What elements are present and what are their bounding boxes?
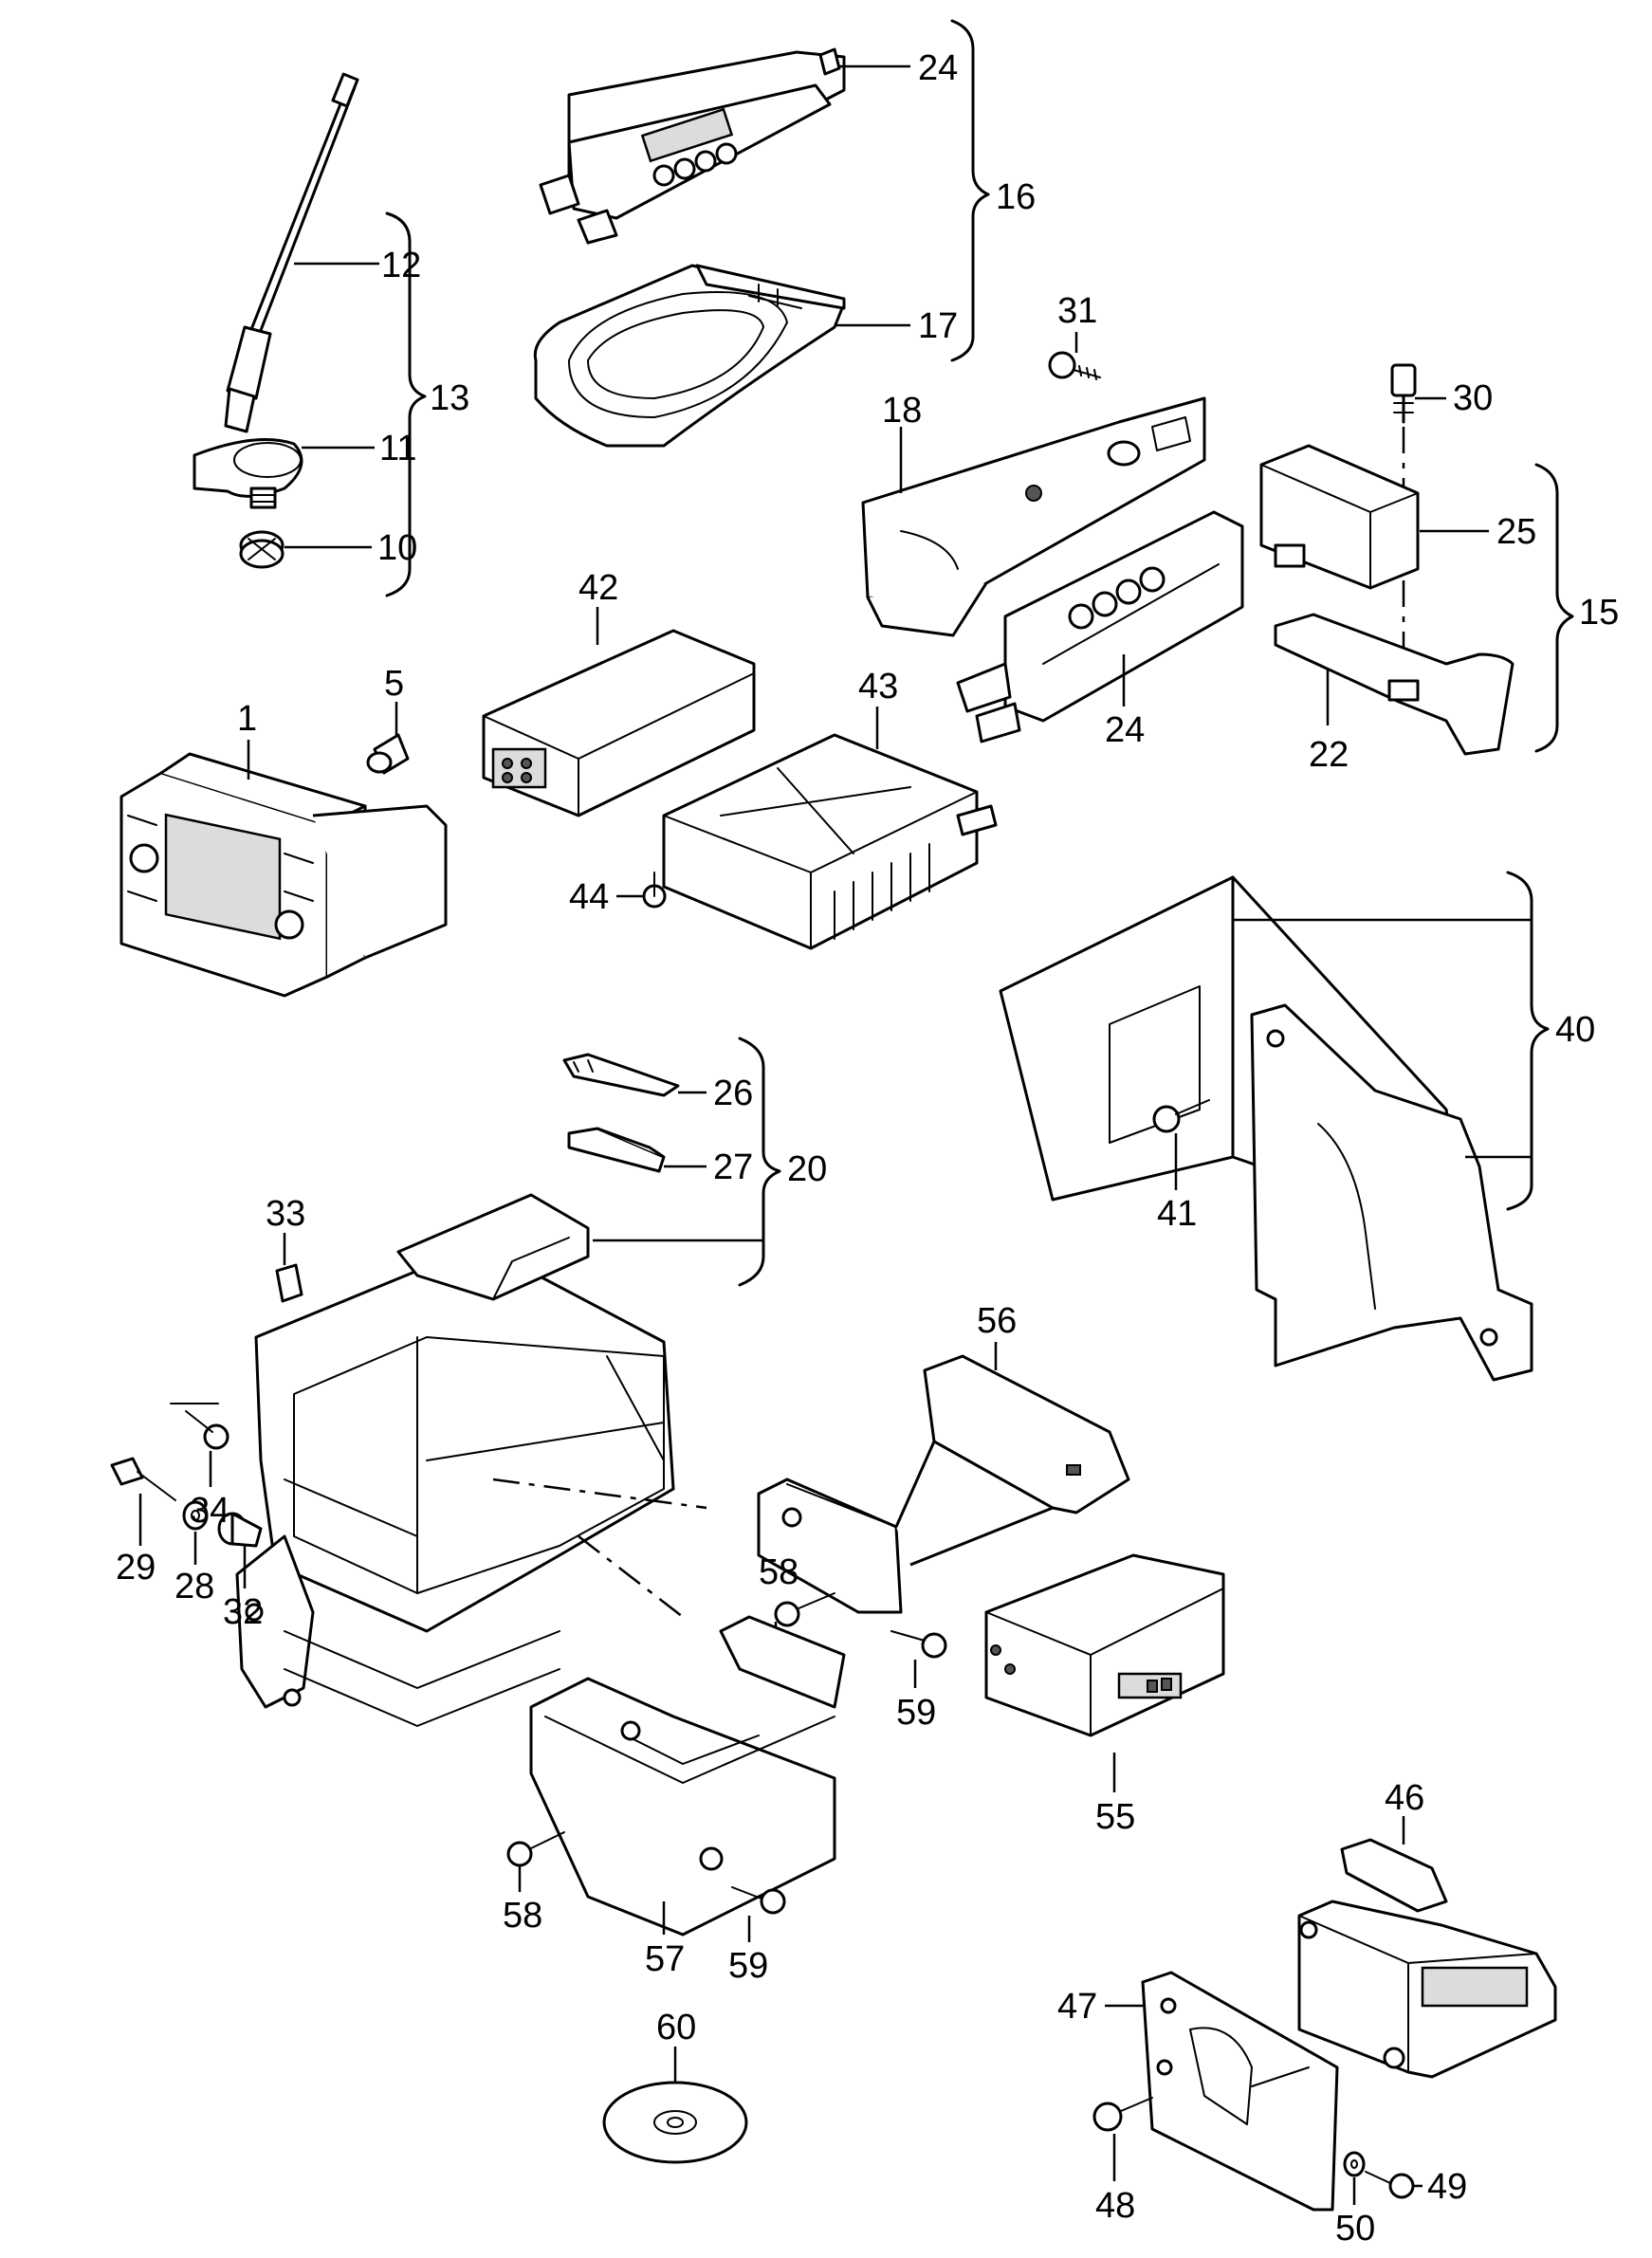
callout-33: 33 (266, 1194, 305, 1234)
screw-41 (1152, 1099, 1210, 1133)
callout-49: 49 (1427, 2167, 1467, 2207)
bolt-29 (110, 1457, 176, 1501)
callout-59-lower: 59 (728, 1946, 768, 1986)
callout-24-top: 24 (918, 48, 958, 88)
amplifier-43 (662, 733, 998, 950)
callout-56: 56 (977, 1301, 1017, 1341)
callout-55: 55 (1095, 1797, 1135, 1837)
rod-antenna (224, 72, 359, 433)
callout-22: 22 (1309, 735, 1349, 775)
label-26 (562, 1053, 680, 1097)
callout-34: 34 (190, 1491, 229, 1531)
callout-44: 44 (569, 877, 609, 917)
callout-41: 41 (1157, 1194, 1197, 1234)
callout-59-upper: 59 (896, 1693, 936, 1733)
callout-30: 30 (1453, 378, 1493, 418)
bracket-20 (738, 1037, 781, 1287)
bracket-15 (1534, 463, 1574, 753)
callout-29: 29 (116, 1548, 156, 1588)
callout-1: 1 (237, 699, 257, 739)
callout-32: 32 (223, 1592, 263, 1632)
callout-27: 27 (713, 1147, 753, 1187)
bracket-40 (1506, 871, 1550, 1211)
callout-24-mid: 24 (1105, 710, 1145, 750)
callout-20: 20 (787, 1149, 827, 1189)
callout-18: 18 (882, 391, 922, 431)
clip-33 (275, 1263, 303, 1303)
callout-47: 47 (1057, 1987, 1097, 2027)
callout-15: 15 (1579, 593, 1619, 633)
callout-42: 42 (578, 568, 618, 608)
callout-5: 5 (384, 664, 404, 704)
callout-28: 28 (174, 1567, 214, 1606)
control-unit-24-mid (956, 510, 1244, 743)
callout-43: 43 (858, 667, 898, 707)
screw-49 (1365, 2171, 1415, 2199)
label-27 (567, 1127, 666, 1173)
bezel-17 (533, 264, 846, 448)
nut-32 (217, 1512, 263, 1548)
plug-5 (366, 733, 410, 775)
screw-59b (731, 1886, 786, 1915)
callout-46: 46 (1385, 1778, 1424, 1818)
callout-labels: 1 5 10 11 12 13 15 16 17 18 20 22 24 24 … (116, 48, 1619, 2249)
bolt-30 (1390, 363, 1417, 424)
callout-26: 26 (713, 1074, 753, 1113)
screw-59a (890, 1630, 947, 1659)
callout-10: 10 (377, 528, 417, 568)
callout-40: 40 (1555, 1010, 1595, 1050)
display-bracket-40 (1250, 1003, 1533, 1382)
holder-57 (529, 1615, 846, 1937)
washer-28 (182, 1500, 209, 1531)
control-unit-24-top (539, 47, 846, 245)
screw-58b (506, 1831, 565, 1867)
bracket-16 (950, 19, 990, 362)
callout-58-lower: 58 (503, 1896, 542, 1936)
player-46 (1297, 1838, 1557, 2079)
callout-17: 17 (918, 306, 958, 346)
screw-31 (1048, 351, 1101, 380)
callout-25: 25 (1496, 512, 1536, 552)
callout-58-upper: 58 (759, 1552, 798, 1592)
callout-31: 31 (1057, 291, 1097, 331)
screw-44 (642, 872, 667, 909)
disc-60 (602, 2081, 748, 2164)
callout-11: 11 (379, 429, 416, 468)
bracket-13 (385, 211, 427, 597)
screw-58a (774, 1592, 835, 1627)
antenna-grommet (239, 530, 285, 569)
screw-34 (170, 1403, 229, 1450)
washer-50 (1343, 2151, 1366, 2177)
mounting-frame (235, 1193, 675, 1727)
mounting-bracket-18 (861, 396, 1206, 637)
callout-16: 16 (996, 177, 1036, 217)
callout-50: 50 (1335, 2209, 1375, 2249)
screw-48 (1092, 2097, 1153, 2132)
head-unit-1 (119, 752, 448, 998)
callout-60: 60 (656, 2008, 696, 2047)
plate-47 (1141, 1971, 1339, 2212)
antenna-base (193, 438, 303, 498)
callout-48: 48 (1095, 2186, 1135, 2226)
antenna-nut (249, 486, 277, 509)
callout-13: 13 (430, 378, 469, 418)
cd-changer-55 (984, 1553, 1225, 1737)
callout-57: 57 (645, 1939, 685, 1979)
bracket-22 (1274, 613, 1514, 756)
callout-12: 12 (381, 246, 421, 285)
control-unit-42 (482, 629, 756, 817)
bracket-56 (757, 1354, 1130, 1614)
module-25 (1259, 444, 1420, 590)
